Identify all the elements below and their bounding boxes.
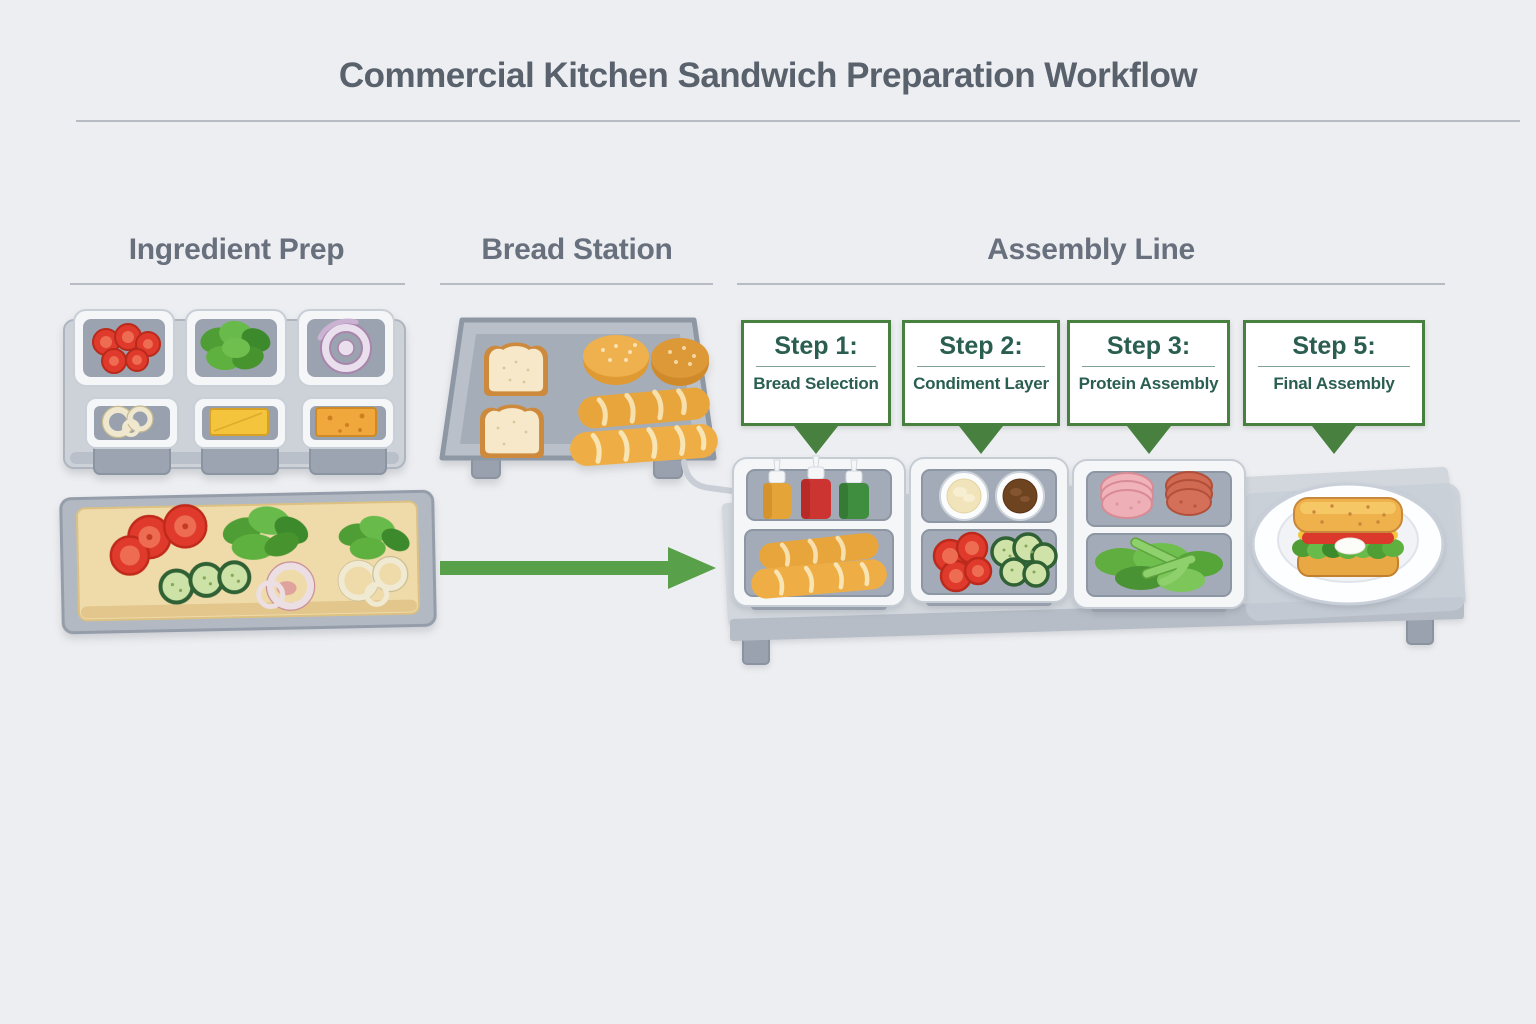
lettuce-icon xyxy=(200,320,271,371)
finished-sandwich-icon xyxy=(1292,497,1404,577)
board-white-onion-rings-icon xyxy=(337,555,409,607)
step-callout-1: Step 1: Bread Selection xyxy=(741,320,891,454)
tomato-bin xyxy=(73,309,175,387)
step-1-label: Bread Selection xyxy=(753,374,879,393)
step-2-number: Step 2: xyxy=(939,332,1023,360)
step-1-divider xyxy=(756,366,876,367)
step-2-divider xyxy=(917,366,1045,367)
flow-arrow-icon xyxy=(440,547,716,589)
step-3-number: Step 3: xyxy=(1106,332,1191,360)
sauce-cups-icon xyxy=(939,471,1045,521)
red-onion-bin xyxy=(297,309,395,387)
white-onion-slices-icon xyxy=(101,405,154,439)
board-cucumber-slices-icon xyxy=(158,560,252,605)
swiss-cheese-bin xyxy=(301,397,395,475)
step-3-label: Protein Assembly xyxy=(1078,374,1219,393)
cheddar-cheese-icon xyxy=(209,408,269,436)
step-2-pointer-icon xyxy=(959,426,1003,454)
bread-tray-illustration xyxy=(439,317,718,479)
section-header-ingredient-prep: Ingredient Prep xyxy=(128,233,345,266)
sandwich-bread-slices-icon xyxy=(480,342,548,458)
ingredient-bins-illustration xyxy=(63,309,406,475)
red-onion-slices-icon xyxy=(317,318,372,374)
lettuce-celery-icon xyxy=(1095,537,1223,592)
final-assembly-plate xyxy=(1251,482,1445,606)
step-2-label: Condiment Layer xyxy=(913,374,1049,393)
step-3-pointer-icon xyxy=(1126,426,1171,454)
step-5-number: Step 5: xyxy=(1292,332,1376,360)
tray-connector-line xyxy=(681,459,757,497)
step-5-label: Final Assembly xyxy=(1273,374,1395,393)
step-5-divider xyxy=(1258,366,1410,367)
step-5-pointer-icon xyxy=(1312,426,1356,454)
swiss-cheese-icon xyxy=(315,407,377,437)
step-1-number: Step 1: xyxy=(774,332,858,360)
step-callout-2: Step 2: Condiment Layer xyxy=(902,320,1060,454)
section-header-bread-station: Bread Station xyxy=(481,233,673,266)
section-divider-ingredient-prep xyxy=(70,283,405,285)
step-1-pointer-icon xyxy=(794,426,838,454)
protein-assembly-station-tray xyxy=(1072,459,1246,612)
lettuce-bin xyxy=(185,309,287,387)
condiment-layer-station-tray xyxy=(909,457,1069,606)
board-tomato-slices-icon xyxy=(109,504,208,576)
title-divider xyxy=(76,120,1520,122)
seeded-buns-icon xyxy=(583,335,709,386)
board-lettuce-icon xyxy=(222,506,410,560)
step-callout-5: Step 5: Final Assembly xyxy=(1243,320,1425,454)
page-title: Commercial Kitchen Sandwich Preparation … xyxy=(338,56,1198,95)
step-3-divider xyxy=(1082,366,1215,367)
section-header-assembly-line: Assembly Line xyxy=(987,233,1195,266)
step-callout-3: Step 3: Protein Assembly xyxy=(1067,320,1230,454)
board-red-onion-rings-icon xyxy=(256,561,316,611)
section-divider-assembly-line xyxy=(737,283,1445,285)
cheddar-bin xyxy=(193,397,287,475)
baguettes-icon xyxy=(570,387,718,466)
sliced-tomatoes-icon xyxy=(92,323,161,374)
baguette-rolls-icon xyxy=(751,533,887,599)
section-divider-bread-station xyxy=(440,283,713,285)
white-onion-bin xyxy=(85,397,179,475)
deli-meats-icon xyxy=(1100,471,1213,519)
condiment-squeeze-bottles-icon xyxy=(763,455,869,519)
cutting-board-illustration xyxy=(59,489,437,635)
bread-selection-station-tray xyxy=(732,455,906,610)
tomato-cucumber-slices-icon xyxy=(932,531,1058,593)
